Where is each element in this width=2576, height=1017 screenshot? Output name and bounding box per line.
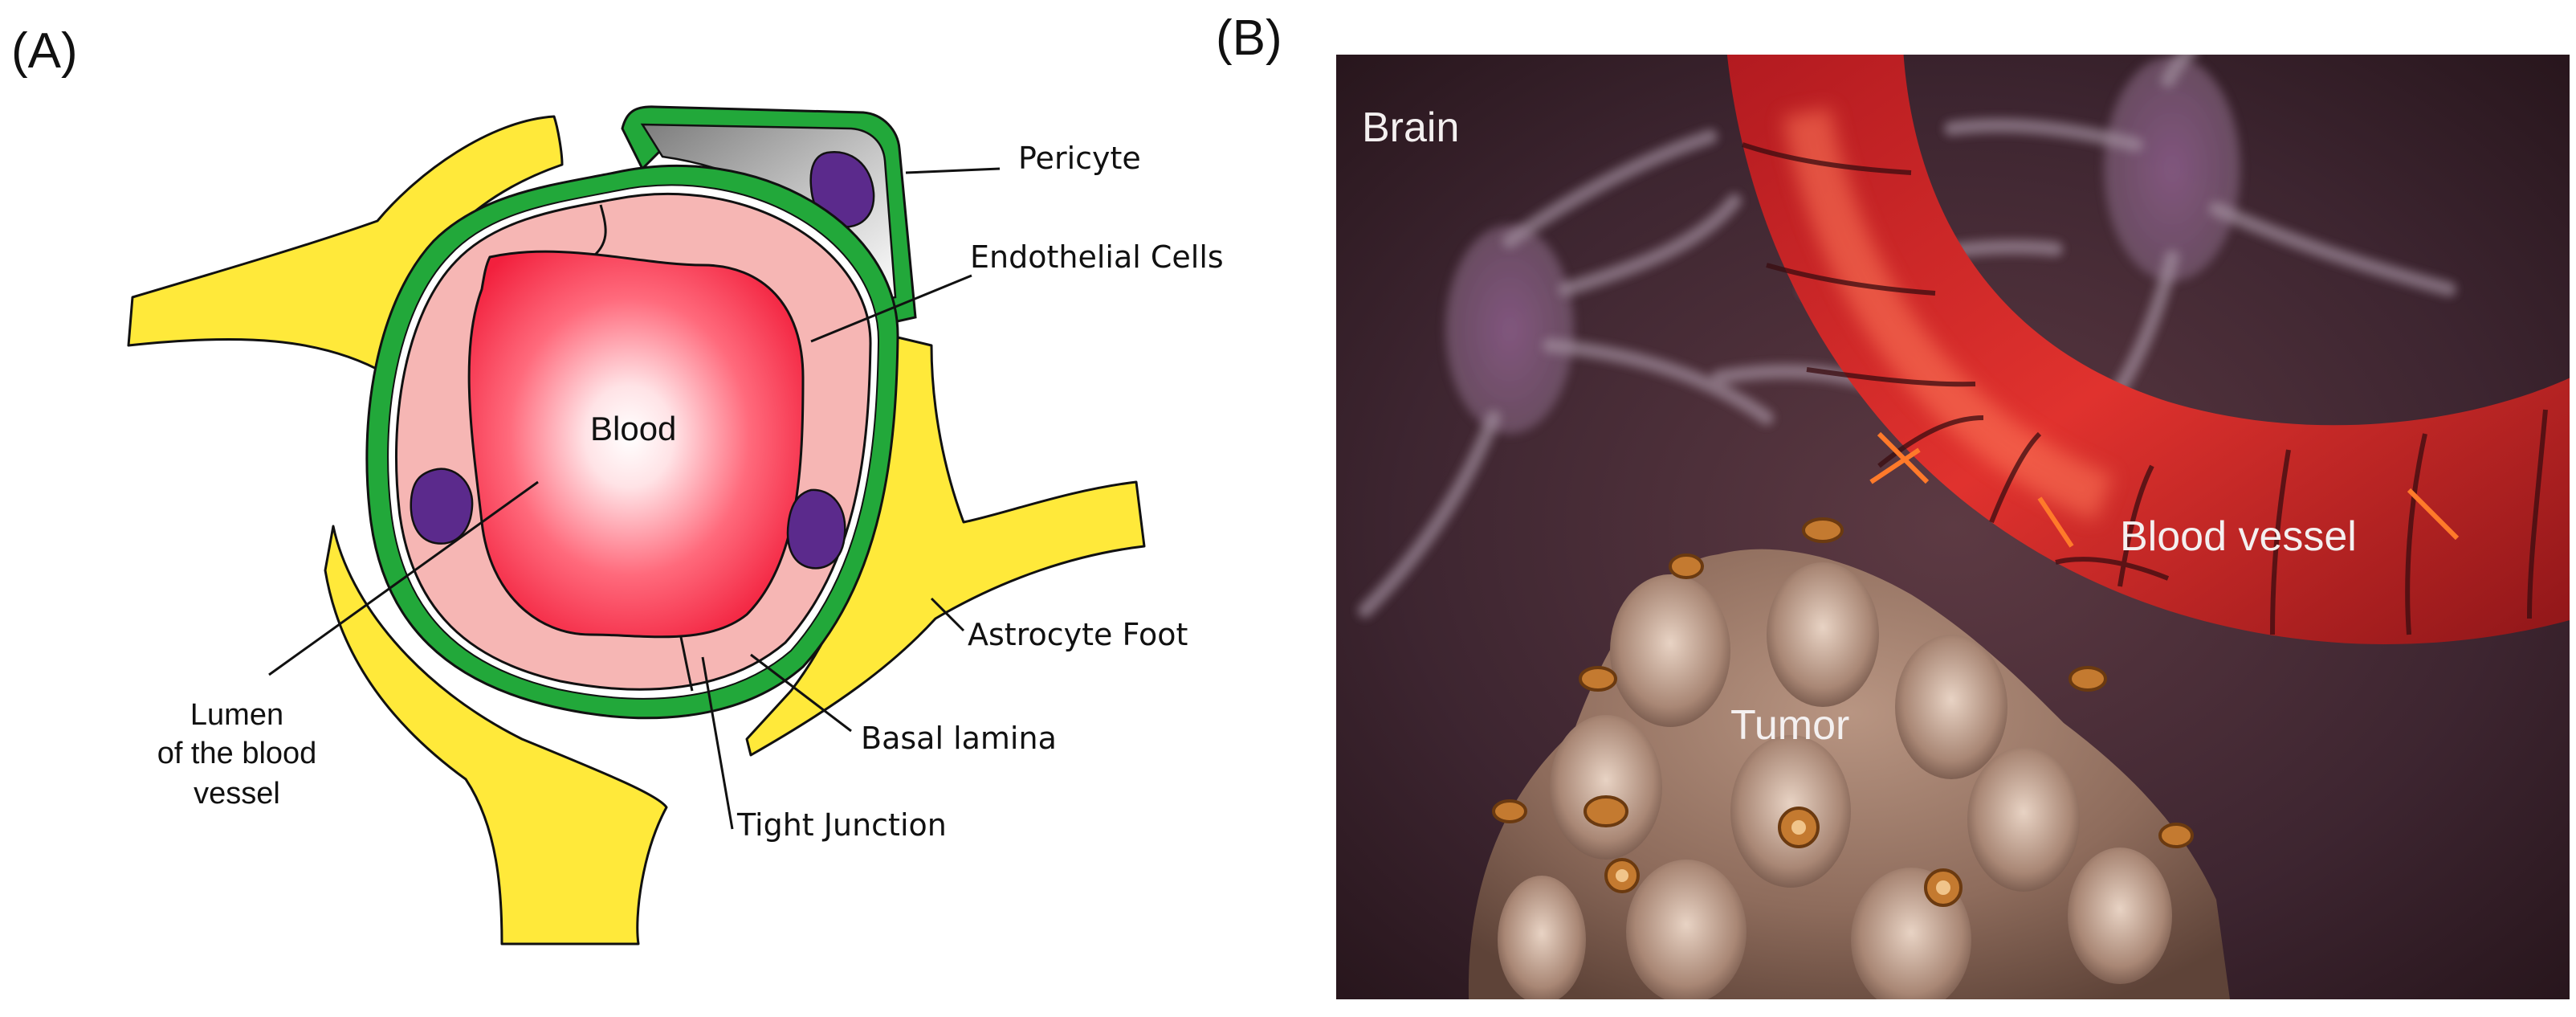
blood-label: Blood [590, 410, 676, 447]
brain-label: Brain [1362, 104, 1459, 151]
endothelial-cells-label: Endothelial Cells [970, 239, 1224, 275]
diagram-a: Blood Pericyte Endothelial Cells Astrocy… [127, 105, 1224, 946]
lumen-leader [268, 480, 539, 676]
panel-label-a: (A) [11, 23, 78, 79]
pericyte-label: Pericyte [1018, 141, 1141, 176]
tight-junction-label: Tight Junction [736, 807, 947, 843]
endothelial-nucleus-right [786, 488, 846, 570]
astrocyte-leader [930, 597, 965, 632]
lumen-label-line2: of the blood [157, 737, 317, 770]
tumor-cells [1498, 562, 2172, 999]
blood-vessel [1726, 55, 2570, 644]
tight-junction-leader [701, 656, 734, 830]
basal-lamina-leader [750, 653, 852, 733]
lumen-label-line1: Lumen [190, 698, 283, 732]
tumor-mass [1469, 517, 2230, 999]
lumen-label-line3: vessel [194, 777, 280, 811]
astrocyte-foot-label: Astrocyte Foot [968, 617, 1188, 652]
tumor-nodules [1492, 517, 2194, 907]
endothelial-nucleus-left [410, 468, 474, 545]
vessel-lumen [467, 250, 805, 639]
pericyte-leader [905, 167, 1001, 174]
tumor-label: Tumor [1730, 702, 1849, 749]
panel-label-b: (B) [1216, 10, 1282, 66]
basal-lamina-label: Basal lamina [861, 721, 1057, 756]
blood-vessel-label: Blood vessel [2120, 513, 2357, 560]
astrocyte-feet [127, 115, 1146, 946]
illustration-b: Brain Blood vessel Tumor [1336, 55, 2570, 999]
endothelial-leader [810, 274, 972, 343]
